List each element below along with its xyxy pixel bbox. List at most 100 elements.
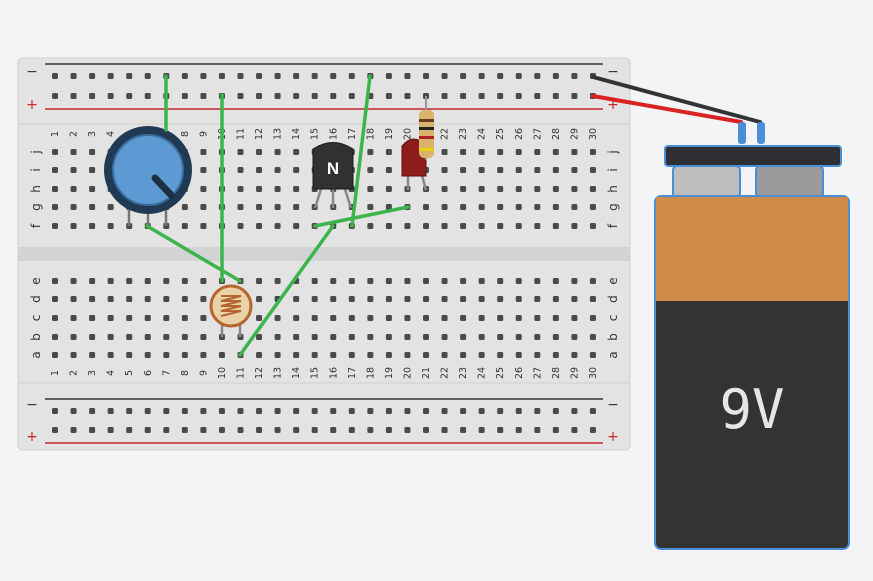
breadboard-hole[interactable]	[534, 223, 541, 229]
breadboard-hole[interactable]	[515, 315, 522, 321]
breadboard-hole[interactable]	[256, 278, 263, 284]
breadboard-hole[interactable]	[497, 296, 504, 302]
breadboard-hole[interactable]	[330, 427, 337, 433]
breadboard-hole[interactable]	[52, 315, 58, 321]
breadboard-hole[interactable]	[460, 167, 467, 173]
breadboard-hole[interactable]	[52, 186, 58, 192]
breadboard-hole[interactable]	[70, 204, 77, 210]
breadboard-hole[interactable]	[200, 73, 207, 79]
breadboard-hole[interactable]	[515, 296, 522, 302]
breadboard-hole[interactable]	[200, 186, 207, 192]
battery-9v[interactable]: 9V	[654, 122, 850, 550]
breadboard-hole[interactable]	[515, 352, 522, 358]
breadboard-hole[interactable]	[52, 296, 58, 302]
breadboard-hole[interactable]	[107, 334, 114, 340]
breadboard-hole[interactable]	[200, 223, 207, 229]
breadboard-hole[interactable]	[534, 296, 541, 302]
breadboard-hole[interactable]	[497, 278, 504, 284]
breadboard-hole[interactable]	[200, 204, 207, 210]
breadboard-hole[interactable]	[497, 93, 504, 99]
breadboard-hole[interactable]	[348, 73, 355, 79]
breadboard-hole[interactable]	[89, 334, 96, 340]
breadboard-hole[interactable]	[552, 278, 559, 284]
breadboard-hole[interactable]	[293, 149, 300, 155]
breadboard-hole[interactable]	[274, 204, 281, 210]
breadboard-hole[interactable]	[552, 204, 559, 210]
breadboard-hole[interactable]	[107, 93, 114, 99]
breadboard-hole[interactable]	[274, 427, 281, 433]
breadboard-hole[interactable]	[163, 278, 170, 284]
breadboard-hole[interactable]	[126, 296, 133, 302]
breadboard-hole[interactable]	[423, 408, 429, 414]
breadboard-hole[interactable]	[163, 408, 170, 414]
breadboard-hole[interactable]	[89, 167, 96, 173]
breadboard-hole[interactable]	[552, 352, 559, 358]
breadboard-hole[interactable]	[237, 223, 244, 229]
breadboard-hole[interactable]	[70, 278, 77, 284]
breadboard-hole[interactable]	[571, 186, 578, 192]
breadboard-hole[interactable]	[423, 278, 429, 284]
breadboard-hole[interactable]	[423, 427, 429, 433]
breadboard-hole[interactable]	[107, 408, 114, 414]
battery-wire-red[interactable]	[591, 94, 743, 124]
breadboard-hole[interactable]	[552, 296, 559, 302]
breadboard-hole[interactable]	[348, 296, 355, 302]
breadboard-hole[interactable]	[274, 408, 281, 414]
breadboard-hole[interactable]	[571, 352, 578, 358]
breadboard-hole[interactable]	[589, 278, 596, 284]
breadboard-hole[interactable]	[256, 167, 263, 173]
breadboard-hole[interactable]	[70, 149, 77, 155]
breadboard-hole[interactable]	[293, 315, 300, 321]
breadboard-hole[interactable]	[293, 204, 300, 210]
breadboard-hole[interactable]	[552, 149, 559, 155]
breadboard-hole[interactable]	[52, 408, 58, 414]
breadboard-hole[interactable]	[385, 186, 392, 192]
breadboard-hole[interactable]	[330, 352, 337, 358]
jumper-wire[interactable]	[350, 74, 372, 228]
breadboard-hole[interactable]	[70, 223, 77, 229]
breadboard-hole[interactable]	[200, 352, 207, 358]
breadboard-hole[interactable]	[589, 204, 596, 210]
breadboard-hole[interactable]	[311, 278, 318, 284]
breadboard-hole[interactable]	[515, 223, 522, 229]
breadboard-hole[interactable]	[571, 73, 578, 79]
breadboard-hole[interactable]	[552, 334, 559, 340]
breadboard-hole[interactable]	[348, 334, 355, 340]
breadboard-hole[interactable]	[126, 73, 133, 79]
breadboard-hole[interactable]	[497, 223, 504, 229]
breadboard-hole[interactable]	[293, 352, 300, 358]
breadboard-hole[interactable]	[497, 167, 504, 173]
breadboard-hole[interactable]	[237, 167, 244, 173]
breadboard-hole[interactable]	[237, 204, 244, 210]
breadboard-hole[interactable]	[441, 278, 448, 284]
breadboard-hole[interactable]	[89, 352, 96, 358]
breadboard-hole[interactable]	[571, 296, 578, 302]
breadboard-hole[interactable]	[385, 73, 392, 79]
breadboard-hole[interactable]	[89, 204, 96, 210]
breadboard-hole[interactable]	[552, 223, 559, 229]
breadboard-hole[interactable]	[552, 315, 559, 321]
breadboard-hole[interactable]	[70, 352, 77, 358]
breadboard-hole[interactable]	[534, 167, 541, 173]
breadboard-hole[interactable]	[571, 315, 578, 321]
breadboard-hole[interactable]	[293, 93, 300, 99]
breadboard-hole[interactable]	[534, 73, 541, 79]
breadboard-hole[interactable]	[181, 223, 188, 229]
jumper-wire[interactable]	[313, 205, 410, 228]
breadboard-hole[interactable]	[89, 93, 96, 99]
breadboard-hole[interactable]	[274, 334, 281, 340]
breadboard-hole[interactable]	[460, 149, 467, 155]
photoresistor[interactable]	[209, 284, 253, 337]
breadboard-hole[interactable]	[460, 352, 467, 358]
breadboard-hole[interactable]	[571, 223, 578, 229]
breadboard-hole[interactable]	[52, 93, 58, 99]
breadboard-hole[interactable]	[163, 296, 170, 302]
breadboard-hole[interactable]	[330, 408, 337, 414]
breadboard-hole[interactable]	[515, 408, 522, 414]
breadboard-hole[interactable]	[404, 315, 411, 321]
breadboard-hole[interactable]	[441, 352, 448, 358]
breadboard-hole[interactable]	[293, 408, 300, 414]
breadboard-hole[interactable]	[367, 315, 374, 321]
breadboard-hole[interactable]	[256, 296, 263, 302]
breadboard-hole[interactable]	[311, 427, 318, 433]
